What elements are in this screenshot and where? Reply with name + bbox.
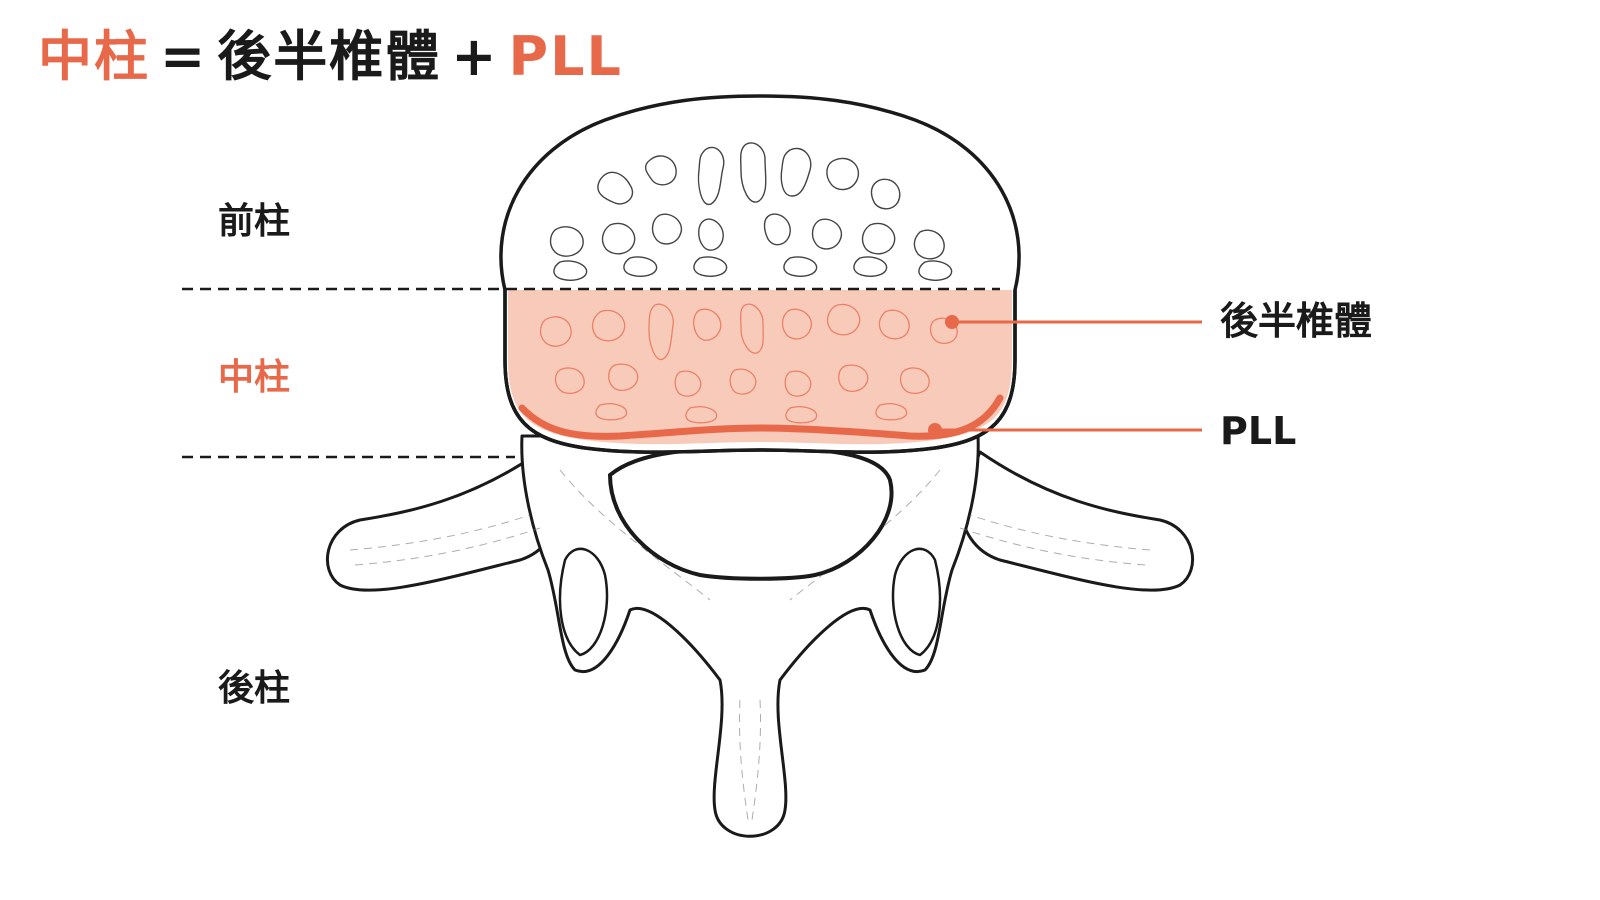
- page-title: 中柱=後半椎體+PLL: [38, 22, 623, 92]
- posterior-body-highlight: [508, 290, 1012, 445]
- title-equals: =: [160, 25, 208, 88]
- vertebral-body-outline: [503, 290, 1017, 454]
- zone-label-posterior: 後柱: [218, 668, 290, 709]
- callout-posterior-body: [945, 315, 1202, 329]
- title-pll: PLL: [508, 25, 623, 88]
- zone-label-middle: 中柱: [218, 357, 290, 398]
- right-facet: [891, 547, 942, 657]
- callout-label-pll: PLL: [1220, 409, 1296, 453]
- title-posterior-body: 後半椎體: [217, 25, 442, 88]
- right-transverse-process: [958, 450, 1195, 592]
- pll-ligament: [518, 394, 1004, 440]
- cancellous-bone-pattern: [549, 142, 953, 281]
- posterior-body-texture: [539, 303, 958, 424]
- title-plus: +: [451, 25, 499, 88]
- callout-label-posterior-body: 後半椎體: [1220, 299, 1372, 343]
- callout-pll: [928, 423, 1202, 437]
- left-facet: [558, 547, 609, 657]
- left-transverse-process: [325, 450, 562, 592]
- title-middle-column: 中柱: [38, 25, 150, 88]
- callout-dot-posterior-body: [945, 315, 959, 329]
- zone-label-anterior: 前柱: [218, 201, 290, 242]
- callout-dot-pll: [928, 423, 942, 437]
